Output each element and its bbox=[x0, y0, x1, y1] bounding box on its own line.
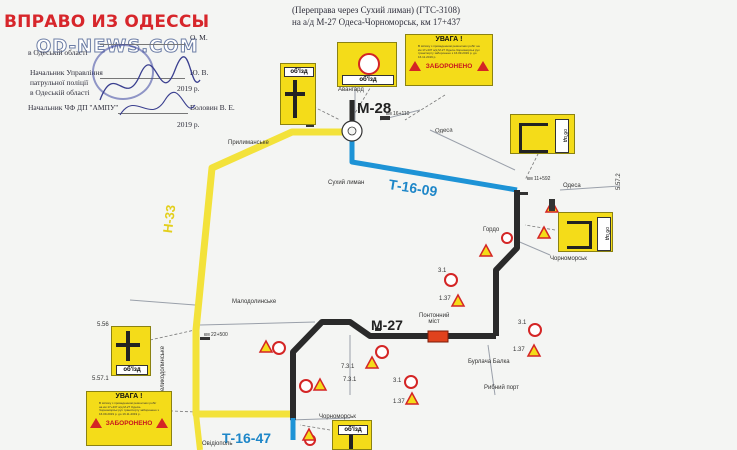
approval-org: патрульної поліції bbox=[30, 78, 89, 87]
place-odesa-right: Одеса bbox=[563, 183, 581, 189]
warning-banned: ЗАБОРОНЕНО bbox=[425, 63, 473, 70]
place-ovidiopol: Овідіополь bbox=[202, 441, 233, 447]
road-t1609 bbox=[349, 140, 518, 193]
warning-text: В зв'язку з проведенням ремонтних робіт … bbox=[99, 402, 159, 416]
minor-road-chornomorsk bbox=[514, 239, 551, 256]
sign-code: 3.1 bbox=[518, 320, 527, 326]
leader-line bbox=[299, 424, 331, 431]
official-stamp bbox=[92, 44, 154, 100]
approval-org: Начальник ЧФ ДП "АМПУ" bbox=[28, 103, 119, 112]
pontoon-bridge bbox=[427, 330, 449, 343]
km-mark: км 22+500 bbox=[204, 332, 228, 338]
detour-sign: об'їзд bbox=[332, 420, 372, 450]
road-black-east bbox=[493, 190, 520, 336]
warning-banned: ЗАБОРОНЕНО bbox=[105, 420, 153, 427]
place-chornomorsk-right: Чорноморськ bbox=[550, 256, 587, 262]
roundabout-center bbox=[347, 126, 357, 136]
roadworks-icon bbox=[409, 61, 421, 71]
approval-year: 2019 р. bbox=[177, 84, 200, 93]
place-pontoon-bridge: Понтонний міст bbox=[419, 313, 450, 325]
approval-name: О. М. bbox=[190, 33, 208, 42]
minor-road-velyko bbox=[129, 299, 196, 306]
doc-header-line1: (Переправа через Сухий лиман) (ГТС-3108) bbox=[292, 5, 460, 15]
approval-org: в Одеській області bbox=[28, 48, 88, 57]
place-prylymanske: Прилиманське bbox=[228, 140, 269, 146]
road-label-m27: М-27 bbox=[371, 317, 403, 333]
route-scheme-icon bbox=[567, 221, 592, 249]
minor-road-ryvnyi bbox=[487, 344, 496, 396]
signature-line bbox=[118, 113, 188, 114]
detour-label: об'їзд bbox=[597, 217, 611, 251]
roadworks-icon bbox=[90, 418, 102, 428]
no-entry-icon bbox=[358, 53, 380, 75]
place-malodolynske: Малодолинське bbox=[232, 299, 277, 305]
approval-name: Ю. В. bbox=[190, 68, 209, 77]
warning-title: УВАГА ! bbox=[435, 36, 463, 43]
arrow-icon bbox=[285, 92, 305, 96]
minor-road-malodolynske bbox=[199, 321, 316, 326]
warning-title: УВАГА ! bbox=[115, 393, 143, 400]
detour-sign: об'їзд bbox=[337, 42, 397, 87]
place-avanhard: Авангард bbox=[338, 87, 364, 93]
road-m27 bbox=[290, 319, 496, 420]
place-ryvnyi-port: Рибний порт bbox=[484, 385, 520, 391]
road-label-t1647: Т-16-47 bbox=[222, 430, 272, 446]
detour-sign: об'їзд bbox=[558, 212, 613, 252]
leader-line bbox=[404, 94, 446, 121]
place-sukhyi-lyman: Сухий лиман bbox=[328, 180, 365, 186]
warning-board: УВАГА ! В зв'язку з проведенням ремонтни… bbox=[405, 34, 493, 86]
minor-road-odesa bbox=[429, 129, 516, 171]
arrow-icon bbox=[293, 80, 297, 118]
doc-header-line2: на а/д М-27 Одеса-Чорноморськ, км 17+437 bbox=[292, 17, 461, 27]
roadworks-icon bbox=[477, 61, 489, 71]
road-label-m28: М-28 bbox=[357, 100, 392, 117]
detour-sign: об'їзд bbox=[111, 326, 151, 376]
road-marker bbox=[200, 116, 555, 340]
sign-code: 5.57.2 bbox=[616, 173, 622, 190]
detour-label: об'їзд bbox=[116, 365, 148, 375]
detour-label: об'їзд bbox=[284, 67, 314, 77]
sign-code: 7.3.1 bbox=[343, 377, 357, 383]
detour-sign: об'їзд bbox=[510, 114, 575, 154]
minor-road-odesa-east bbox=[559, 185, 621, 191]
detour-label: об'їзд bbox=[555, 119, 569, 153]
sign-code: 1.37 bbox=[513, 347, 525, 353]
sign-code: 5.56 bbox=[97, 322, 109, 328]
sign-code: 1.37 bbox=[439, 296, 451, 302]
signature-line bbox=[100, 44, 185, 45]
road-h33-south bbox=[193, 413, 203, 450]
place-hordo: Гордо bbox=[483, 227, 500, 233]
approval-name: Воловин В. Е. bbox=[190, 103, 235, 112]
route-scheme-icon bbox=[519, 123, 548, 153]
place-odesa-top: Одеса bbox=[434, 127, 453, 135]
warning-text: В зв'язку з проведенням ремонтних робіт … bbox=[418, 45, 480, 59]
sign-code: 5.57.1 bbox=[92, 376, 109, 382]
leader-line bbox=[524, 224, 556, 231]
site-title-watermark: ВПРАВО ИЗ ОДЕССЫ bbox=[4, 12, 210, 32]
arrow-icon bbox=[116, 343, 140, 347]
arrow-icon bbox=[349, 435, 353, 449]
warning-board: УВАГА ! В зв'язку з проведенням ремонтни… bbox=[86, 391, 172, 446]
leader-line bbox=[149, 329, 196, 341]
place-velykodolynske: Великодолинське bbox=[160, 346, 166, 395]
minor-road-chornomorsk-s bbox=[289, 417, 351, 421]
sign-code: 3.1 bbox=[438, 268, 447, 274]
detour-label: об'їзд bbox=[342, 75, 394, 85]
detour-sign: об'їзд bbox=[280, 63, 316, 125]
approval-org: в Одеській області bbox=[30, 88, 90, 97]
roadworks-icon bbox=[156, 418, 168, 428]
approval-org: Начальник Управління bbox=[30, 68, 103, 77]
handwritten-signature bbox=[99, 56, 201, 116]
place-chornomorsk-bottom: Чорноморськ bbox=[319, 414, 356, 420]
km-mark: км 11+592 bbox=[527, 176, 551, 182]
sign-code: 3.1 bbox=[393, 378, 402, 384]
km-mark: км 16+110 bbox=[386, 111, 410, 117]
approval-year: 2019 р. bbox=[177, 120, 200, 129]
road-h33 bbox=[192, 128, 352, 418]
detour-label: об'їзд bbox=[338, 425, 368, 435]
sign-code: 7.3.1 bbox=[341, 364, 355, 370]
sign-code: 1.37 bbox=[393, 399, 405, 405]
place-burlacha-balka: Бурлача Балка bbox=[468, 359, 510, 365]
